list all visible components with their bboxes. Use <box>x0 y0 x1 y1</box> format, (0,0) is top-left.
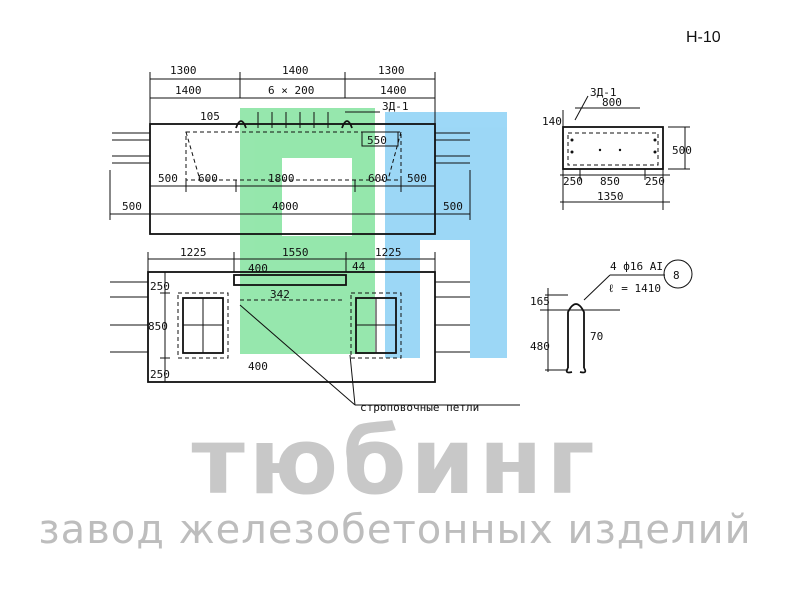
dim-550: 550 <box>367 134 387 147</box>
dim-105: 105 <box>200 110 220 123</box>
dim-1225-left: 1225 <box>180 246 207 259</box>
dim-250-top-front: 250 <box>150 280 170 293</box>
dim-1400-left: 1400 <box>175 84 202 97</box>
logo-cutout-left <box>282 158 352 236</box>
label-zd-1-top: ЗД-1 <box>382 100 409 113</box>
brand-name: тюбинг <box>191 408 599 515</box>
dim-400-top: 400 <box>248 262 268 275</box>
dim-400-bottom: 400 <box>248 360 268 373</box>
dim-70: 70 <box>590 330 603 343</box>
dim-1550: 1550 <box>282 246 309 259</box>
dim-1300-right: 1300 <box>378 64 405 77</box>
dim-1400-mid: 1400 <box>282 64 309 77</box>
dim-1300-left: 1300 <box>170 64 197 77</box>
dim-250-left-side: 250 <box>563 175 583 188</box>
front-view-outline <box>147 271 436 383</box>
rebar-spec: 4 ф16 АI <box>610 260 663 273</box>
dim-500-b: 500 <box>407 172 427 185</box>
dim-850-front: 850 <box>148 320 168 333</box>
logo-watermark <box>240 108 507 358</box>
top-view: 1300 1400 1300 1400 6 × 200 1400 105 ЗД-… <box>109 64 471 235</box>
dim-1225-right: 1225 <box>375 246 402 259</box>
dim-500-a: 500 <box>158 172 178 185</box>
dim-500-side: 500 <box>672 144 692 157</box>
dim-1350: 1350 <box>597 190 624 203</box>
dim-6x200: 6 × 200 <box>268 84 314 97</box>
label-lifting-loops: строповочные петли <box>360 401 479 414</box>
side-view: ЗД-1 800 140 500 250 850 250 1350 <box>542 86 692 210</box>
side-view-outline <box>562 126 664 170</box>
front-view: 1225 1550 1225 400 44 342 250 850 250 40… <box>110 246 520 414</box>
mark-circle <box>663 259 693 289</box>
rebar-detail: 4 ф16 АI ℓ = 1410 8 165 480 70 <box>530 259 693 374</box>
dim-4000: 4000 <box>272 200 299 213</box>
brand-subtitle: завод железобетонных изделий <box>38 507 752 553</box>
dim-480: 480 <box>530 340 550 353</box>
dim-600-b: 600 <box>368 172 388 185</box>
rebar-loop <box>567 303 585 368</box>
dim-500-outer-right: 500 <box>443 200 463 213</box>
sheet-code: Н-10 <box>686 29 721 46</box>
rebar-length: ℓ = 1410 <box>608 282 661 295</box>
dim-800: 800 <box>602 96 622 109</box>
dim-1400-right: 1400 <box>380 84 407 97</box>
dim-850-side: 850 <box>600 175 620 188</box>
dim-250-bottom-front: 250 <box>150 368 170 381</box>
dim-165: 165 <box>530 295 550 308</box>
dim-44: 44 <box>352 260 366 273</box>
dim-500-outer-left: 500 <box>122 200 142 213</box>
dim-342: 342 <box>270 288 290 301</box>
dim-250-right-side: 250 <box>645 175 665 188</box>
logo-cutout-right <box>420 240 470 358</box>
dim-140: 140 <box>542 115 562 128</box>
dim-600-a: 600 <box>198 172 218 185</box>
dim-1800: 1800 <box>268 172 295 185</box>
rebar-mark: 8 <box>673 269 680 282</box>
top-view-outline <box>149 123 436 235</box>
label-zd-1-side: ЗД-1 <box>590 86 617 99</box>
